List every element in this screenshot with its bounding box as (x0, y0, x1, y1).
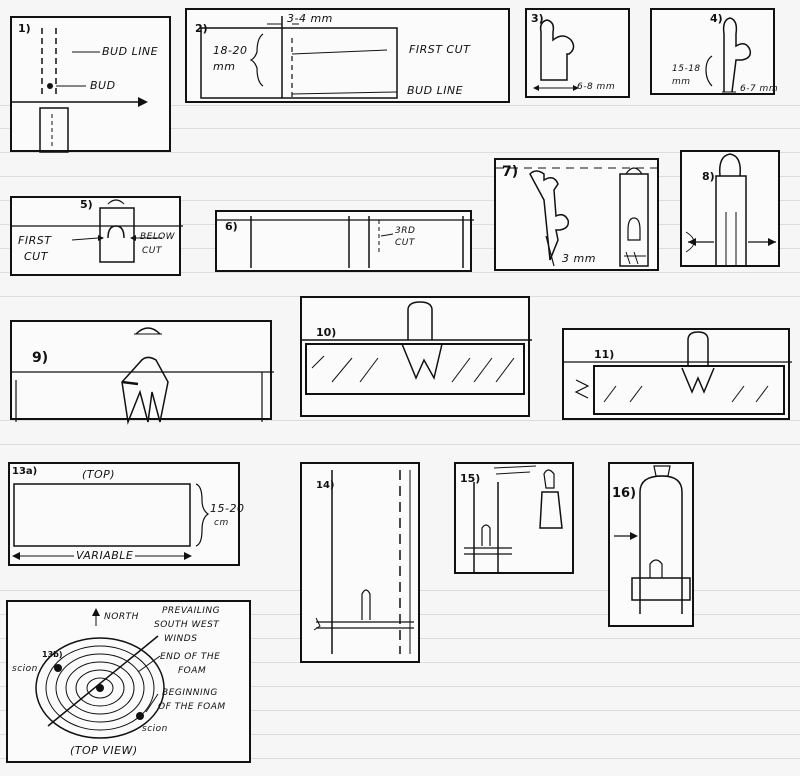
end-of-foam-label-b: FOAM (178, 666, 207, 676)
height-dimension-unit: mm (672, 77, 691, 87)
panel-7-number: 7) (502, 164, 519, 180)
first-cut-label-a: FIRST (18, 234, 52, 247)
panel-10-number: 10) (316, 326, 337, 339)
panel-15: 15) (454, 462, 574, 574)
panel-11-number: 11) (594, 348, 615, 361)
height-label-unit: cm (214, 518, 229, 528)
top-view-label: (TOP VIEW) (70, 744, 138, 757)
top-dimension: 3-4 mm (287, 12, 333, 25)
height-dimension-value: 15-18 (672, 64, 701, 74)
below-cut-label-b: CUT (142, 246, 162, 256)
panel-13a: 13a) (TOP) 15-20 cm VARIABLE (8, 462, 244, 566)
first-cut-label: FIRST CUT (409, 43, 471, 56)
scion-left-label: scion (12, 664, 38, 674)
panel-15-sketch (464, 465, 563, 574)
panel-14-number: 14) (316, 480, 335, 491)
panel-3-sketch (533, 19, 579, 91)
bud-label: BUD (90, 79, 116, 92)
panel-1: 1) BUD LINE BUD (10, 16, 171, 153)
panel-8-sketch (685, 153, 776, 267)
panel-2-number: 2) (195, 22, 208, 35)
panel-6-sketch (217, 216, 474, 268)
variable-label: VARIABLE (74, 549, 136, 562)
panel-10-sketch (302, 301, 532, 395)
panel-15-number: 15) (460, 472, 481, 485)
bottom-dimension: 6-7 mm (740, 84, 779, 94)
first-cut-label-b: CUT (24, 250, 48, 263)
panel-16-sketch (614, 465, 691, 614)
panel-3-number: 3) (531, 12, 544, 25)
panel-4-sketch (705, 17, 752, 93)
panel-6: 6) 3RD CUT (215, 210, 474, 272)
winds-label-b: SOUTH WEST (154, 620, 220, 630)
panel-4: 4) 15-18 mm 6-7 mm (650, 8, 779, 95)
panel-7-sketch (496, 167, 661, 267)
panel-1-number: 1) (18, 22, 31, 35)
panel-13b-number: 13b) (42, 650, 63, 659)
panel-1-sketch (12, 28, 148, 153)
scion-right-label: scion (142, 724, 168, 734)
panel-10: 10) (300, 296, 532, 417)
panel-8-number: 8) (702, 170, 715, 183)
panel-13b: 13b) NORTH PREVAILING SOUTH WEST WINDS E… (6, 600, 251, 763)
panel-2-sketch (200, 16, 398, 99)
height-label-value: 15-20 (210, 502, 245, 515)
top-label: (TOP) (82, 468, 116, 481)
north-label: NORTH (104, 612, 139, 622)
beginning-of-foam-label-a: BEGINNING (162, 688, 218, 698)
panel-13b-sketch (35, 608, 165, 739)
panel-14-sketch (313, 470, 414, 654)
panel-7: 7) 3 mm (494, 158, 661, 271)
panel-13a-number: 13a) (12, 466, 38, 477)
left-dimension-unit: mm (213, 60, 236, 73)
panel-9-number: 9) (32, 350, 49, 366)
panel-16-number: 16) (612, 486, 637, 501)
panel-16: 16) (608, 462, 694, 627)
third-cut-label-a: 3RD (395, 226, 416, 236)
panel-5-number: 5) (80, 198, 93, 211)
panel-5: 5) FIRST CUT BELOW CUT (10, 196, 183, 276)
panel-2: 2) 3-4 mm 18-20 mm FIRST CUT BUD LINE (185, 8, 510, 103)
panel-14: 14) (300, 462, 420, 663)
below-cut-label-a: BELOW (140, 232, 176, 242)
panel-3: 3) 6-8 mm (525, 8, 630, 98)
bud-line-label: BUD LINE (102, 45, 159, 58)
beginning-of-foam-label-b: OF THE FOAM (158, 702, 226, 712)
panel-8: 8) (680, 150, 780, 267)
third-cut-label-b: CUT (395, 238, 415, 248)
left-dimension-value: 18-20 (213, 44, 248, 57)
panel-5-sketch (12, 199, 183, 263)
depth-dimension: 3 mm (562, 252, 596, 265)
panel-11: 11) (562, 328, 792, 420)
panel-9-sketch (12, 327, 274, 425)
bud-line-label-2: BUD LINE (407, 84, 464, 97)
panel-9: 9) (10, 320, 274, 425)
width-dimension: 6-8 mm (577, 82, 616, 92)
panel-11-sketch (564, 331, 792, 415)
panel-6-number: 6) (225, 220, 238, 233)
winds-label-c: WINDS (164, 634, 198, 644)
winds-label-a: PREVAILING (162, 606, 221, 616)
end-of-foam-label-a: END OF THE (160, 652, 221, 662)
panel-4-number: 4) (710, 12, 723, 25)
